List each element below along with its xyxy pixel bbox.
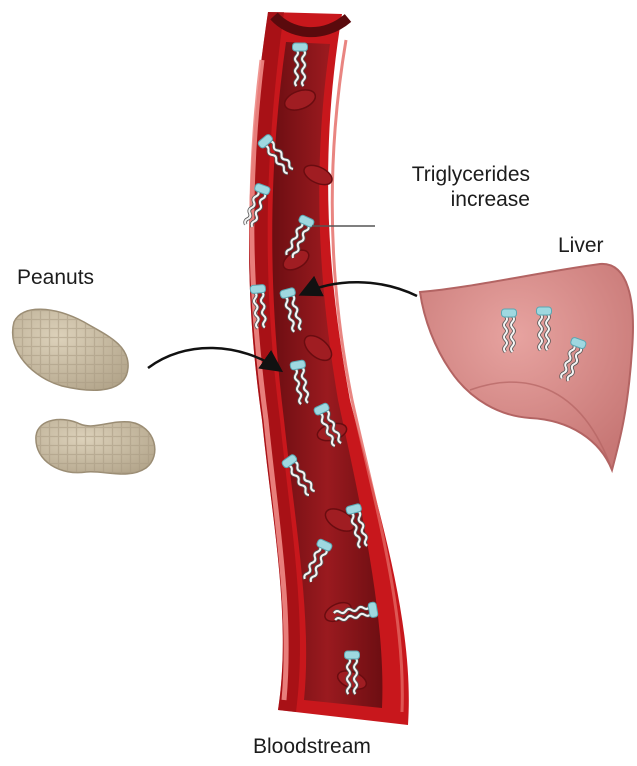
triglycerides-increase-label: Triglycerides increase — [355, 162, 530, 212]
liver-icon — [420, 264, 633, 470]
liver-shape — [420, 264, 633, 470]
peanut-texture — [36, 420, 155, 474]
blood-vessel — [242, 12, 409, 725]
triglycerides-label-line1: Triglycerides — [355, 162, 530, 187]
peanut-texture — [13, 309, 128, 390]
peanuts-label: Peanuts — [17, 265, 94, 290]
peanut-icon — [13, 309, 128, 390]
peanut-icon — [36, 420, 155, 474]
peanuts-group — [13, 309, 155, 474]
liver-label: Liver — [558, 233, 604, 258]
triglycerides-label-line2: increase — [355, 187, 530, 212]
bloodstream-label: Bloodstream — [253, 734, 371, 759]
